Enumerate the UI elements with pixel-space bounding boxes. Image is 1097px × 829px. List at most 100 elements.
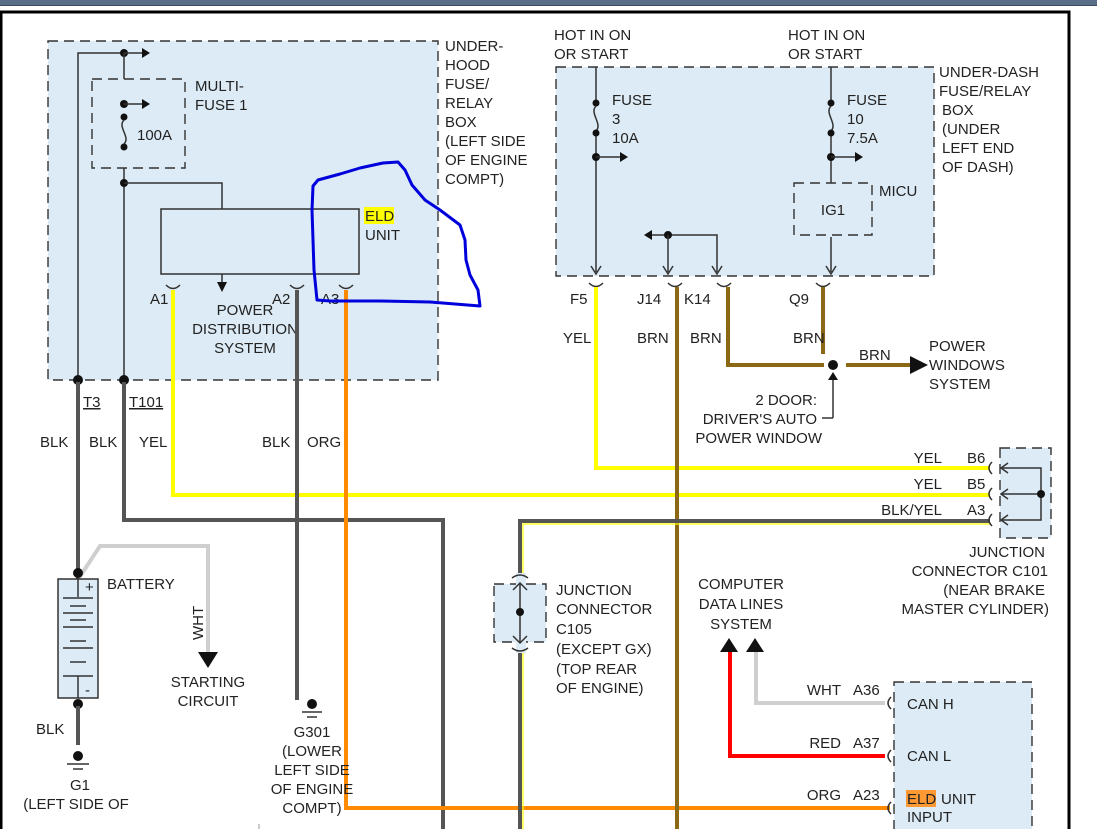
battery-positive-terminal (73, 568, 83, 578)
svg-text:SYSTEM: SYSTEM (929, 376, 991, 393)
terminal-t101-label[interactable]: T101 (129, 394, 163, 411)
computer-data-lines-label: COMPUTER DATA LINES SYSTEM (698, 576, 784, 633)
junction-c105-connectors (511, 573, 529, 653)
svg-text:OF DASH): OF DASH) (942, 159, 1014, 176)
ground-g1-label: (LEFT SIDE OF (23, 796, 129, 813)
svg-text:DRIVER'S AUTO: DRIVER'S AUTO (703, 411, 817, 428)
pin-label: A37 (853, 735, 880, 752)
wire-can-l-red (728, 652, 885, 758)
svg-text:BOX: BOX (445, 114, 477, 131)
svg-text:POWER WINDOW: POWER WINDOW (695, 430, 822, 447)
wire-label: BLK (36, 721, 64, 738)
power-windows-label: POWER WINDOWS SYSTEM (929, 338, 1005, 393)
terminal-t3-label[interactable]: T3 (83, 394, 101, 411)
junction-c101-connectors (988, 461, 1045, 527)
fuse10-label: 10 (847, 111, 864, 128)
wire-label: BLK (40, 434, 68, 451)
wire-label: WHT (807, 682, 841, 699)
wire-label: RED (809, 735, 841, 752)
svg-text:G301: G301 (294, 724, 331, 741)
eld-unit-box (160, 208, 360, 275)
hot-in-on-label: OR START (554, 46, 628, 63)
fuse-terminal (592, 99, 600, 107)
multifuse-label: MULTI- (195, 78, 244, 95)
svg-text:(LOWER: (LOWER (282, 743, 342, 760)
j14-k14-internal-wire (652, 234, 718, 272)
svg-text:DISTRIBUTION: DISTRIBUTION (192, 321, 298, 338)
wire-f5-yel (594, 287, 990, 470)
svg-text:DATA LINES: DATA LINES (699, 596, 783, 613)
wire-k14-brn (726, 287, 824, 367)
hot-in-on-label: HOT IN ON (788, 27, 865, 44)
hand-drawn-annotation (310, 160, 482, 308)
starting-circuit-label: CIRCUIT (178, 693, 239, 710)
arrow-right-icon (855, 152, 863, 162)
arrow-up-icon (720, 638, 738, 652)
fuse3-label: 10A (612, 130, 639, 147)
fuse-terminal (827, 129, 835, 137)
svg-text:FUSE/RELAY: FUSE/RELAY (939, 83, 1031, 100)
ground-g301-icon (302, 699, 322, 718)
underdash-box-label: UNDER-DASH FUSE/RELAY BOX (UNDER LEFT EN… (939, 64, 1039, 176)
pin-a2-label: A2 (272, 291, 290, 308)
wire-label: WHT (190, 606, 207, 640)
ground-g1-icon (67, 751, 89, 770)
pin-arrow (825, 265, 837, 276)
svg-text:COMPT): COMPT) (282, 800, 341, 817)
pin-arrow (590, 265, 602, 276)
pin-label: A3 (967, 502, 985, 519)
svg-text:CONNECTOR: CONNECTOR (556, 601, 653, 618)
pin-label: B6 (967, 450, 985, 467)
hot-in-on-label: OR START (788, 46, 862, 63)
power-distribution-label: POWER DISTRIBUTION SYSTEM (192, 302, 298, 357)
micu-label: MICU (879, 183, 917, 200)
svg-text:JUNCTION: JUNCTION (556, 582, 632, 599)
pin-q9-connector (815, 282, 831, 288)
svg-text:WINDOWS: WINDOWS (929, 357, 1005, 374)
multifuse-label: FUSE 1 (195, 97, 248, 114)
wire-label: BLK/YEL (881, 502, 942, 519)
pin-label: A23 (853, 787, 880, 804)
svg-text:COMPUTER: COMPUTER (698, 576, 784, 593)
junction-c105-label: JUNCTION CONNECTOR C105 (EXCEPT GX) (TOP… (556, 582, 653, 697)
pin-arrow (711, 265, 723, 276)
pin-j14-label: J14 (637, 291, 661, 308)
fuse-terminal (827, 99, 835, 107)
wire-a3-org (344, 290, 890, 810)
pin-label: A36 (853, 682, 880, 699)
eld-highlight (364, 207, 394, 224)
arrow-right-icon (620, 152, 628, 162)
wire-label: BLK (89, 434, 117, 451)
wire-label: YEL (914, 476, 942, 493)
eld-label: ELD (907, 791, 936, 808)
fuse3-label: 3 (612, 111, 620, 128)
eld-label: ELD (365, 208, 394, 225)
svg-text:HOOD: HOOD (445, 57, 490, 74)
pin-a1-label: A1 (150, 291, 168, 308)
fuse-terminal (120, 113, 128, 121)
arrow-left-icon (644, 230, 652, 240)
svg-text:CONNECTOR C101: CONNECTOR C101 (912, 563, 1048, 580)
hot-in-on-label: HOT IN ON (554, 27, 631, 44)
svg-text:POWER: POWER (217, 302, 274, 319)
svg-text:UNDER-DASH: UNDER-DASH (939, 64, 1039, 81)
can-h-label: CAN H (907, 696, 954, 713)
ig1-label: IG1 (821, 202, 845, 219)
pin-f5-connector (588, 282, 604, 288)
svg-text:BOX: BOX (942, 102, 974, 119)
wire-label: YEL (914, 450, 942, 467)
pin-k14-label: K14 (684, 291, 711, 308)
fuse-terminal (120, 143, 128, 151)
wire-label: YEL (139, 434, 167, 451)
eld-highlight (906, 790, 936, 807)
arrow-right-icon (142, 48, 150, 58)
fuse-3-icon (593, 105, 599, 132)
window-title-bar (0, 0, 1097, 6)
pin-a2-connector (289, 284, 305, 290)
svg-text:JUNCTION: JUNCTION (969, 544, 1045, 561)
svg-text:SYSTEM: SYSTEM (214, 340, 276, 357)
battery-label: BATTERY (107, 576, 175, 593)
svg-text:LEFT END: LEFT END (942, 140, 1014, 157)
page-margin (1071, 6, 1097, 829)
wire-can-h-wht (754, 652, 885, 705)
